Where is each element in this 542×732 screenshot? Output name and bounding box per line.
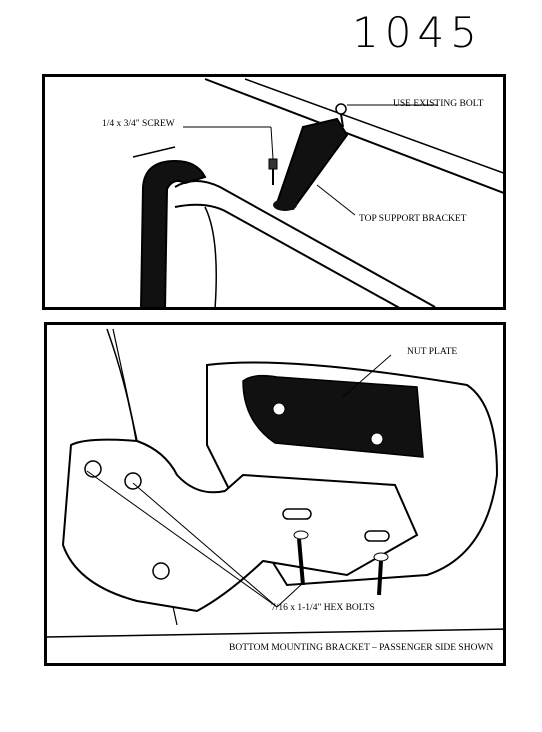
bracket-hole-1	[84, 460, 102, 478]
nut-plate-hole-1	[272, 402, 286, 416]
screw-label: 1/4 x 3/4" SCREW	[102, 119, 175, 129]
bottom-detail-panel: NUT PLATE 7/16 x 1-1/4" HEX BOLTS BOTTOM…	[44, 322, 506, 666]
frame-rail-upper	[204, 78, 503, 194]
top-support-bracket	[275, 117, 349, 211]
bracket-slot-1	[282, 508, 312, 520]
pad-edge-line	[132, 146, 176, 158]
top-support-bracket-drawing	[132, 78, 503, 307]
roll-bar-tube-bottom	[174, 203, 400, 307]
nut-plate-label: NUT PLATE	[407, 347, 458, 357]
hex-bolts-label: 7/16 x 1-1/4" HEX BOLTS	[271, 603, 375, 613]
existing-bolt	[335, 103, 347, 115]
nut-plate-leader	[342, 354, 392, 398]
bracket-foot	[273, 199, 297, 211]
bracket-hole-3	[152, 562, 170, 580]
top-support-bracket-label: TOP SUPPORT BRACKET	[359, 214, 467, 224]
roll-bar-tube-top	[174, 180, 436, 307]
existing-bolt-label: USE EXISTING BOLT	[393, 99, 484, 109]
hex-bolt-2	[373, 552, 389, 562]
roll-bar-tube-curve	[204, 206, 217, 307]
bracket-leader	[316, 184, 356, 216]
frame-rail-upper-edge	[244, 78, 503, 174]
bottom-mounting-bracket	[61, 438, 419, 613]
screw-head	[268, 158, 278, 170]
bracket-slot-2	[364, 530, 390, 542]
page-number: 1045	[352, 8, 483, 57]
padded-roll-bar	[140, 159, 207, 307]
bottom-mounting-bracket-drawing	[47, 328, 503, 638]
bracket-hole-2	[124, 472, 142, 490]
top-detail-panel: 1/4 x 3/4" SCREW USE EXISTING BOLT TOP S…	[42, 74, 506, 310]
hex-bolt-1	[293, 530, 309, 540]
nut-plate-hole-2	[370, 432, 384, 446]
panel-caption: BOTTOM MOUNTING BRACKET – PASSENGER SIDE…	[229, 643, 494, 653]
